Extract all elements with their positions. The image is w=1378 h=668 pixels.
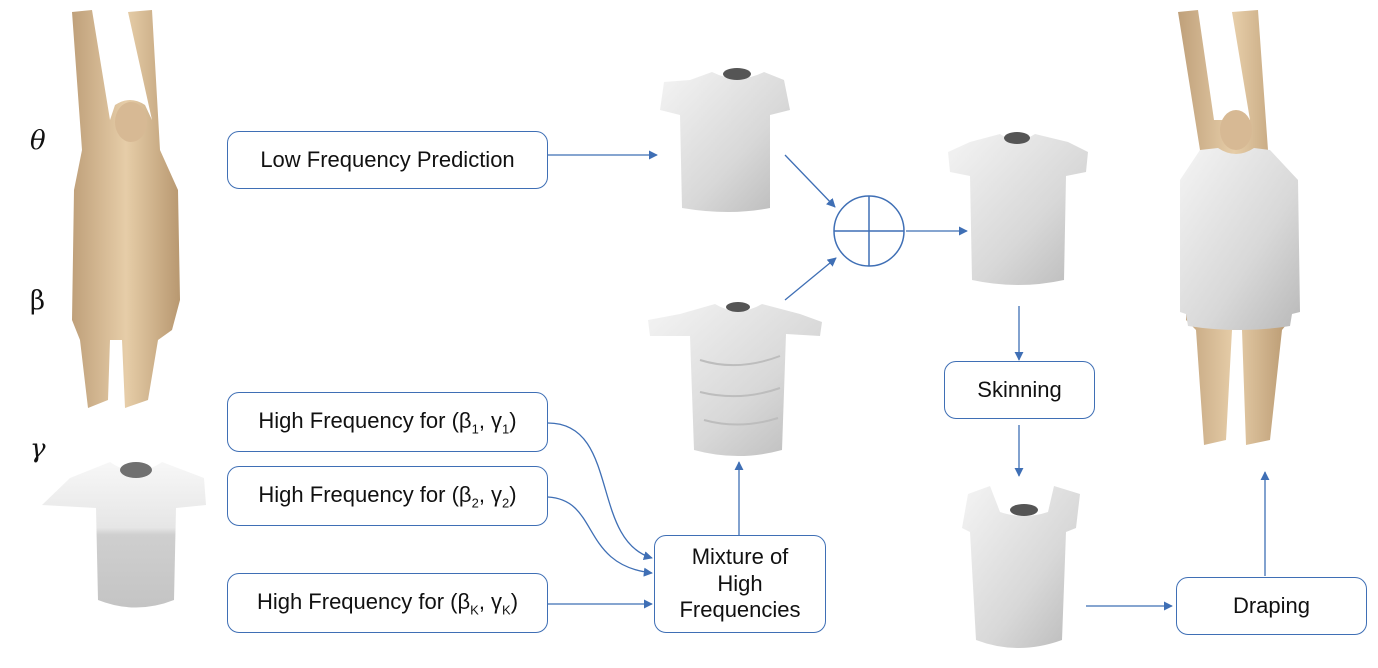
mixture-label-line2: High <box>717 570 763 596</box>
low-frequency-garment <box>660 68 790 212</box>
mixture-label-line1: Mixture of <box>691 544 789 570</box>
skinning-label: Skinning <box>977 377 1062 402</box>
draping-label: Draping <box>1232 593 1311 618</box>
high-frequency-box-k: High Frequency for (βK, γK) <box>227 573 548 633</box>
mixture-box: Mixture of High Frequencies <box>654 535 826 633</box>
combined-garment <box>948 132 1088 285</box>
sum-operator <box>833 195 905 267</box>
style-symbol: γ <box>30 434 46 464</box>
draped-body-figure <box>1178 10 1300 445</box>
input-body-figure <box>72 10 180 408</box>
low-frequency-prediction-box: Low Frequency Prediction <box>227 131 548 189</box>
low-frequency-label: Low Frequency Prediction <box>260 147 515 172</box>
high-frequency-label-k: High Frequency for (βK, γK) <box>256 588 519 618</box>
arrow-high-garment-to-sum <box>784 257 837 301</box>
arrow-hf2-to-mixture <box>547 496 653 577</box>
input-tshirt-figure <box>42 462 206 608</box>
skinned-garment <box>962 486 1080 648</box>
mixture-label-line3: Frequencies <box>679 597 801 623</box>
high-frequency-box-1: High Frequency for (β1, γ1) <box>227 392 548 452</box>
high-frequency-garment <box>648 302 822 456</box>
arrow-low-garment-to-sum <box>784 154 836 208</box>
high-frequency-box-2: High Frequency for (β2, γ2) <box>227 466 548 526</box>
high-frequency-label-1: High Frequency for (β1, γ1) <box>258 407 517 437</box>
skinning-box: Skinning <box>944 361 1095 419</box>
draping-box: Draping <box>1176 577 1367 635</box>
shape-symbol: β <box>30 286 46 316</box>
high-frequency-label-2: High Frequency for (β2, γ2) <box>258 481 517 511</box>
arrow-hf1-to-mixture <box>547 422 653 561</box>
pose-symbol: θ <box>30 126 46 156</box>
